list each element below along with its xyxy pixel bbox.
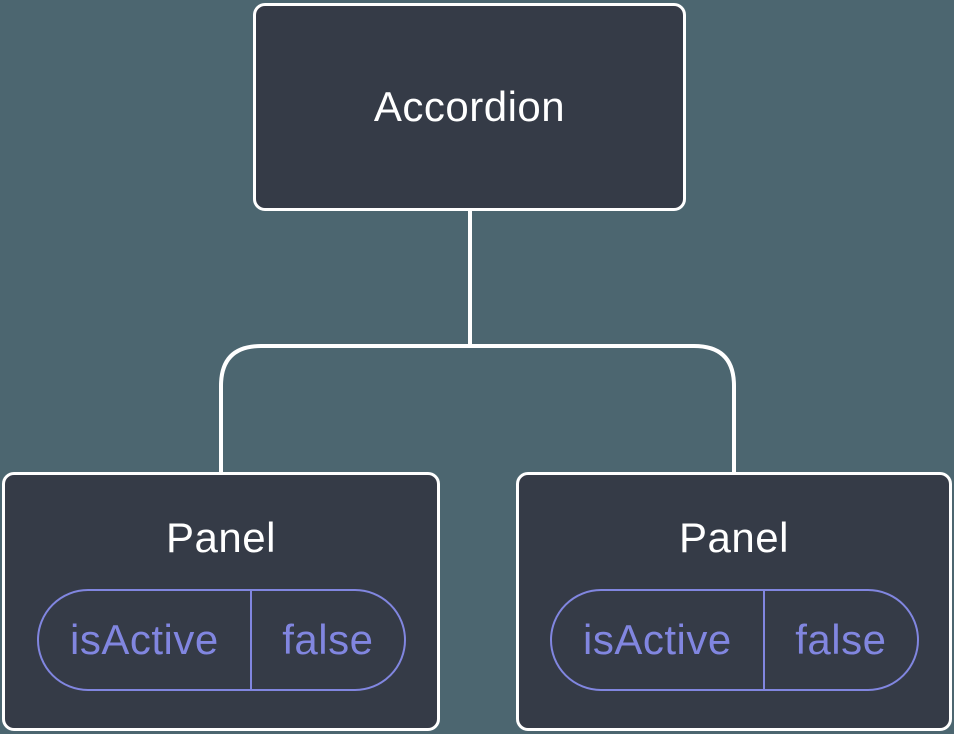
state-value: false [282, 616, 374, 663]
state-name: isActive [69, 616, 219, 663]
state-name: isActive [582, 616, 732, 663]
state-value: false [795, 616, 887, 663]
state-pill-divider [250, 591, 253, 689]
state-pill: isActive false [36, 589, 406, 691]
panel-label: Panel [679, 514, 789, 561]
state-pill-divider [763, 591, 766, 689]
node-panel-left: Panel isActive false [2, 472, 440, 731]
accordion-label: Accordion [373, 83, 566, 130]
state-pill: isActive false [549, 589, 919, 691]
node-panel-right: Panel isActive false [516, 472, 952, 731]
node-accordion: Accordion [253, 3, 686, 211]
panel-label: Panel [166, 514, 276, 561]
children-bracket-line [219, 344, 736, 472]
